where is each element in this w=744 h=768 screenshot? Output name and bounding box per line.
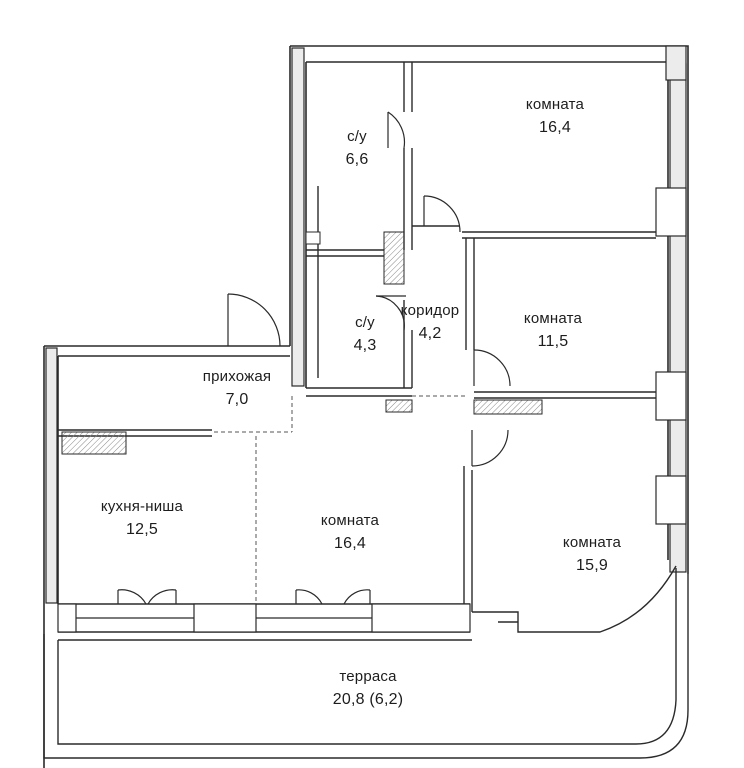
room-area: 20,8 (6,2)	[332, 690, 404, 708]
room-label-e: комната 11,5	[524, 308, 582, 353]
room-label-ne: комната 16,4	[526, 94, 584, 139]
wall-fills	[45, 45, 687, 604]
room-area: 16,4	[334, 534, 366, 552]
room-name: комната	[320, 512, 380, 529]
room-name: комната	[525, 96, 585, 113]
room-area: 6,6	[345, 150, 369, 168]
room-area: 11,5	[537, 332, 569, 350]
room-name: терраса	[339, 668, 397, 685]
room-name: кухня-ниша	[100, 498, 184, 515]
room-area: 16,4	[539, 118, 571, 136]
zone-boundaries	[214, 395, 466, 604]
interior-walls	[58, 62, 677, 633]
room-name: комната	[523, 310, 583, 327]
room-area: 12,5	[126, 520, 158, 538]
room-name: прихожая	[202, 368, 272, 385]
room-area: 15,9	[576, 556, 608, 574]
room-label-bath-2: с/у 4,3	[354, 312, 377, 357]
terrace-outline	[43, 568, 689, 759]
room-name: комната	[562, 534, 622, 551]
room-label-bath-1: с/у 6,6	[346, 126, 369, 171]
doors	[117, 111, 511, 605]
room-area: 4,2	[418, 324, 442, 342]
window-sills	[61, 231, 543, 455]
room-label-terrace: терраса 20,8 (6,2)	[333, 666, 403, 711]
balcony-wall-blocks	[57, 603, 471, 633]
room-name: коридор	[400, 302, 460, 319]
room-area: 7,0	[225, 390, 249, 408]
room-label-hall: прихожая 7,0	[203, 366, 271, 411]
room-area: 4,3	[353, 336, 377, 354]
room-name: с/у	[347, 128, 367, 145]
room-label-corridor: коридор 4,2	[401, 300, 460, 345]
room-name: с/у	[355, 314, 375, 331]
room-label-center: комната 16,4	[321, 510, 379, 555]
room-label-se: комната 15,9	[563, 532, 621, 577]
room-label-kitchen: кухня-ниша 12,5	[101, 496, 183, 541]
